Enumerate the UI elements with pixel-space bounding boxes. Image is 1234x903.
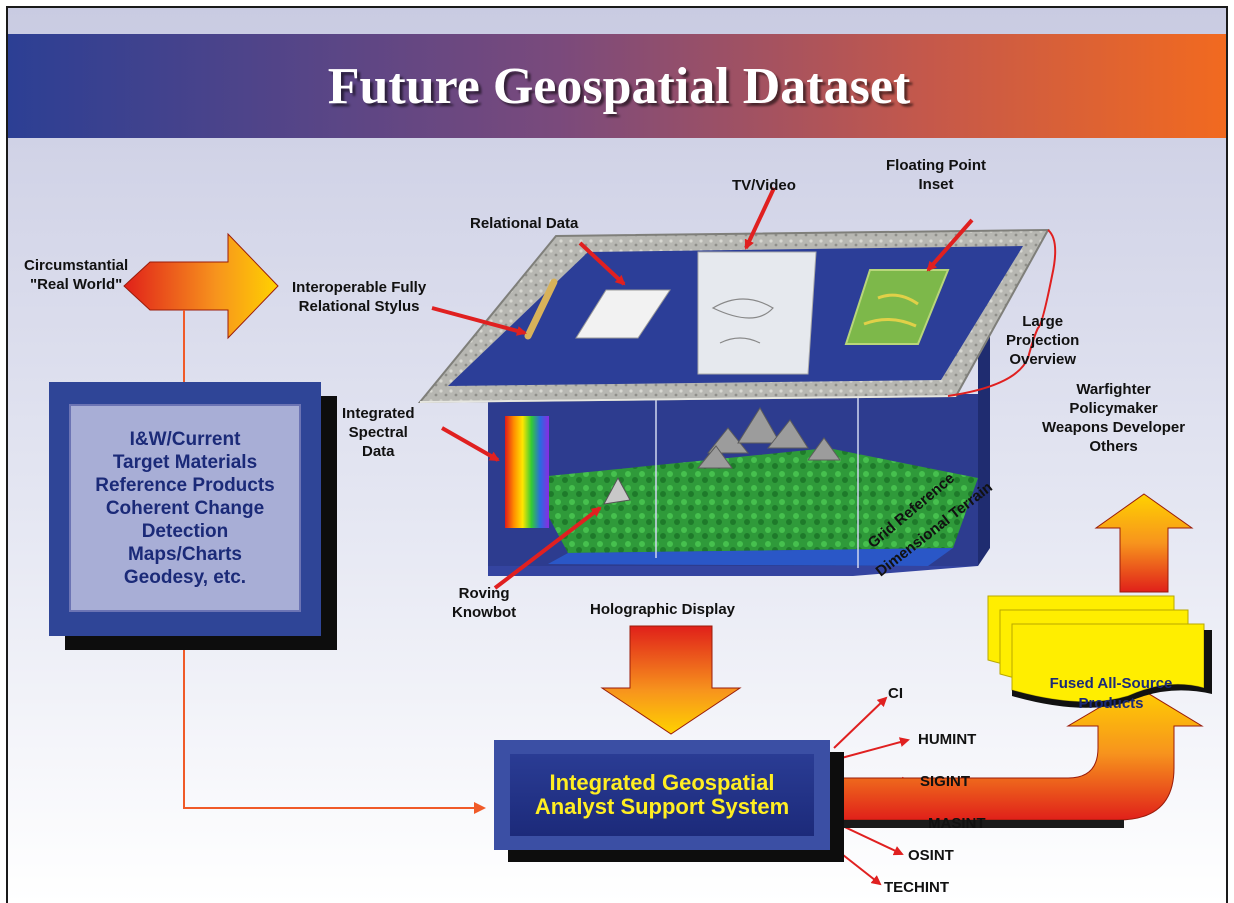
label-holographic-display: Holographic Display — [590, 601, 736, 618]
holographic-display-box — [488, 266, 990, 576]
int-output-humint: HUMINT — [918, 731, 977, 748]
label-relational-data: Relational Data — [470, 215, 579, 232]
diagram-title: Future Geospatial Dataset — [327, 57, 911, 115]
diagram-artwork — [123, 187, 1212, 886]
int-output-ci: CI — [888, 685, 903, 702]
label-floating-point: Floating Point Inset — [886, 157, 986, 193]
label-large-projection: Large Projection Overview — [1006, 313, 1080, 368]
spectral-data-strips — [505, 416, 549, 528]
stylus-icon — [524, 278, 558, 340]
projection-bracket — [947, 229, 1057, 397]
fused-products-text: Fused All-Source Products — [1049, 675, 1173, 712]
label-tv-video: TV/Video — [732, 177, 796, 194]
terrain-mountains — [696, 407, 841, 469]
analyst-support-system-panel: Integrated Geospatial Analyst Support Sy… — [510, 754, 814, 836]
source-products-panel: I&W/Current Target Materials Reference P… — [69, 404, 301, 612]
label-circumstantial: Circumstantial "Real World" — [24, 257, 129, 293]
label-stylus: Interoperable Fully Relational Stylus — [292, 279, 427, 315]
analyst-support-system-text: Integrated Geospatial Analyst Support Sy… — [534, 770, 790, 819]
real-world-input-arrow — [124, 234, 278, 338]
terrain-surface — [528, 448, 978, 553]
display-top-slab — [417, 228, 1050, 404]
analyst-support-system-box: Integrated Geospatial Analyst Support Sy… — [494, 740, 830, 850]
fused-products-box: Fused All-Source Products — [1014, 664, 1208, 724]
label-roving-knowbot: Roving Knowbot — [452, 585, 517, 621]
int-output-masint: MASINT — [928, 815, 986, 832]
source-products-box: I&W/Current Target Materials Reference P… — [49, 382, 321, 636]
title-banner: Future Geospatial Dataset — [8, 34, 1226, 138]
int-output-techint: TECHINT — [884, 879, 949, 896]
fused-products-stack — [987, 595, 1212, 708]
users-up-arrow — [1094, 493, 1194, 593]
int-output-osint: OSINT — [908, 847, 954, 864]
diagram-frame: Future Geospatial Dataset — [6, 6, 1228, 903]
holographic-down-arrow — [600, 625, 742, 735]
label-pointer-arrows — [431, 187, 974, 590]
curved-up-arrow — [819, 685, 1204, 821]
tv-video-screen — [697, 251, 817, 375]
roving-knowbot-icon — [603, 476, 631, 505]
relational-data-sheet — [575, 289, 671, 339]
source-products-text: I&W/Current Target Materials Reference P… — [95, 428, 275, 588]
int-output-sigint: SIGINT — [920, 773, 971, 790]
label-users: Warfighter Policymaker Weapons Developer… — [1042, 381, 1186, 455]
label-integrated-spectral: Integrated Spectral Data — [342, 405, 415, 460]
floating-point-inset-map — [844, 269, 950, 345]
connector-lines — [183, 310, 486, 814]
